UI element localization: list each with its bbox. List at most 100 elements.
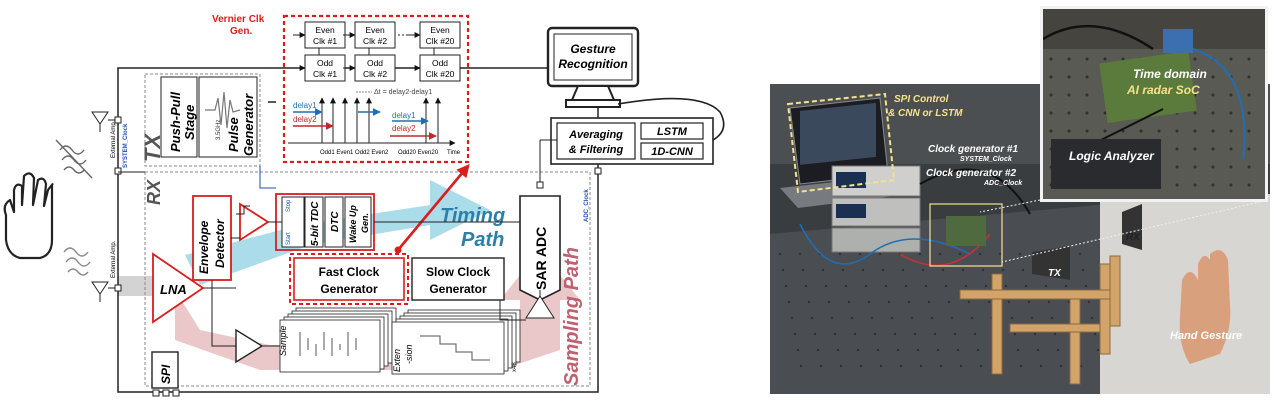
start-label: Start bbox=[286, 232, 292, 245]
table-hole bbox=[904, 284, 908, 288]
table-hole bbox=[910, 316, 914, 320]
dtc-block bbox=[324, 196, 344, 248]
push-pull-label-1: Push-Pull bbox=[168, 92, 183, 152]
time-axis-ticks: Odd1 Even1 Odd2 Even2 bbox=[320, 150, 389, 156]
fast-clock-block bbox=[293, 257, 405, 301]
inset-hole bbox=[1193, 129, 1197, 133]
table-hole bbox=[793, 332, 797, 336]
table-hole bbox=[836, 348, 840, 352]
chip-pads bbox=[114, 116, 602, 292]
inset-hole bbox=[1067, 93, 1071, 97]
table-hole bbox=[827, 300, 831, 304]
table-hole bbox=[927, 300, 931, 304]
table-hole bbox=[941, 268, 945, 272]
table-hole bbox=[1064, 284, 1068, 288]
vernier-odd-clk-block-2 bbox=[354, 54, 396, 82]
table-hole bbox=[833, 332, 837, 336]
inset-hole bbox=[1175, 183, 1179, 187]
inset-hole bbox=[1247, 93, 1251, 97]
rx-antenna bbox=[91, 281, 118, 302]
table-hole bbox=[1047, 300, 1051, 304]
timing-path-label-1: Timing bbox=[440, 205, 505, 227]
rx-region bbox=[144, 171, 591, 387]
pulse-waveform bbox=[205, 91, 241, 129]
clock-generator-1 bbox=[831, 165, 921, 197]
table-hole bbox=[901, 268, 905, 272]
inset-illustration bbox=[1043, 9, 1265, 199]
table-hole bbox=[933, 332, 937, 336]
inset-hole bbox=[1049, 57, 1053, 61]
inset-hole bbox=[1247, 129, 1251, 133]
table-hole bbox=[1007, 300, 1011, 304]
table-hole bbox=[853, 332, 857, 336]
inset-hole bbox=[1175, 147, 1179, 151]
table-hole bbox=[1078, 252, 1082, 256]
vernier-title-1: Vernier Clk bbox=[212, 14, 265, 25]
inset-hole bbox=[1085, 75, 1089, 79]
table-hole bbox=[981, 268, 985, 272]
inset-hole bbox=[1247, 147, 1251, 151]
table-hole bbox=[961, 268, 965, 272]
inset-hole bbox=[1067, 57, 1071, 61]
table-hole bbox=[939, 364, 943, 368]
wakeup-label-2: Gen. bbox=[360, 213, 370, 233]
fast-clock-region bbox=[289, 253, 409, 305]
envelope-label-1: Envelope bbox=[197, 220, 211, 274]
soc-zoom-inset: Time domain AI radar SoC Logic Analyzer bbox=[1040, 6, 1268, 202]
table-hole bbox=[907, 300, 911, 304]
inset-hole bbox=[1049, 111, 1053, 115]
table-hole bbox=[913, 332, 917, 336]
push-pull-label-2: Stage bbox=[182, 105, 197, 140]
table-hole bbox=[861, 268, 865, 272]
vernier-even-clk-block-1 bbox=[304, 21, 346, 49]
inset-hole bbox=[1229, 183, 1233, 187]
lstm-label: LSTM bbox=[657, 126, 688, 138]
inset-hole bbox=[1085, 129, 1089, 133]
table-hole bbox=[844, 284, 848, 288]
vernier-even-clk-label-3b: Clk #20 bbox=[426, 36, 455, 46]
table-hole bbox=[1044, 284, 1048, 288]
table-hole bbox=[1024, 284, 1028, 288]
table-hole bbox=[876, 348, 880, 352]
inset-logic-analyzer-label: Logic Analyzer bbox=[1069, 149, 1154, 163]
table-hole bbox=[973, 332, 977, 336]
photo-tx-label: TX bbox=[1048, 268, 1061, 279]
table-hole bbox=[1096, 348, 1100, 352]
inset-hole bbox=[1211, 165, 1215, 169]
external-amp-label-rx: External Amp. bbox=[111, 240, 117, 278]
dtc-label: DTC bbox=[330, 211, 341, 232]
averaging-label-2: & Filtering bbox=[569, 144, 624, 156]
table-hole bbox=[884, 284, 888, 288]
photo-clock-gen-2-sub: ADC_Clock bbox=[984, 180, 1023, 187]
sample-bank-stack bbox=[279, 307, 397, 373]
system-clock-label: SYSTEM_Clock bbox=[123, 123, 129, 168]
inset-hole bbox=[1229, 93, 1233, 97]
extension-bank-layer-1 bbox=[391, 321, 505, 375]
vernier-odd-clk-label-2b: Clk #2 bbox=[363, 69, 387, 79]
inset-hole bbox=[1049, 129, 1053, 133]
table-hole bbox=[978, 252, 982, 256]
time-axis-ticks-2: Odd20 Even20 bbox=[398, 150, 439, 156]
inset-hole bbox=[1049, 93, 1053, 97]
inset-hole bbox=[1193, 75, 1197, 79]
table-hole bbox=[1016, 348, 1020, 352]
inset-hole bbox=[1103, 129, 1107, 133]
tx-wave-icon bbox=[55, 139, 93, 179]
table-hole bbox=[1018, 252, 1022, 256]
table-hole bbox=[918, 252, 922, 256]
x48-label: x48 bbox=[512, 362, 518, 372]
table-hole bbox=[930, 316, 934, 320]
delay1-label-2: delay1 bbox=[392, 111, 416, 120]
delta-t-label: Δt = delay2-delay1 bbox=[374, 89, 432, 96]
power-supply bbox=[831, 227, 921, 253]
soc-board bbox=[1099, 51, 1197, 123]
table-hole bbox=[781, 268, 785, 272]
table-hole bbox=[987, 300, 991, 304]
table-hole bbox=[1093, 332, 1097, 336]
vernier-odd-clk-label-2a: Odd bbox=[367, 58, 383, 68]
spi-highlight bbox=[786, 92, 896, 194]
table-hole bbox=[864, 284, 868, 288]
vernier-even-clk-label-1b: Clk #1 bbox=[313, 36, 337, 46]
table-hole bbox=[859, 364, 863, 368]
inset-hole bbox=[1175, 129, 1179, 133]
